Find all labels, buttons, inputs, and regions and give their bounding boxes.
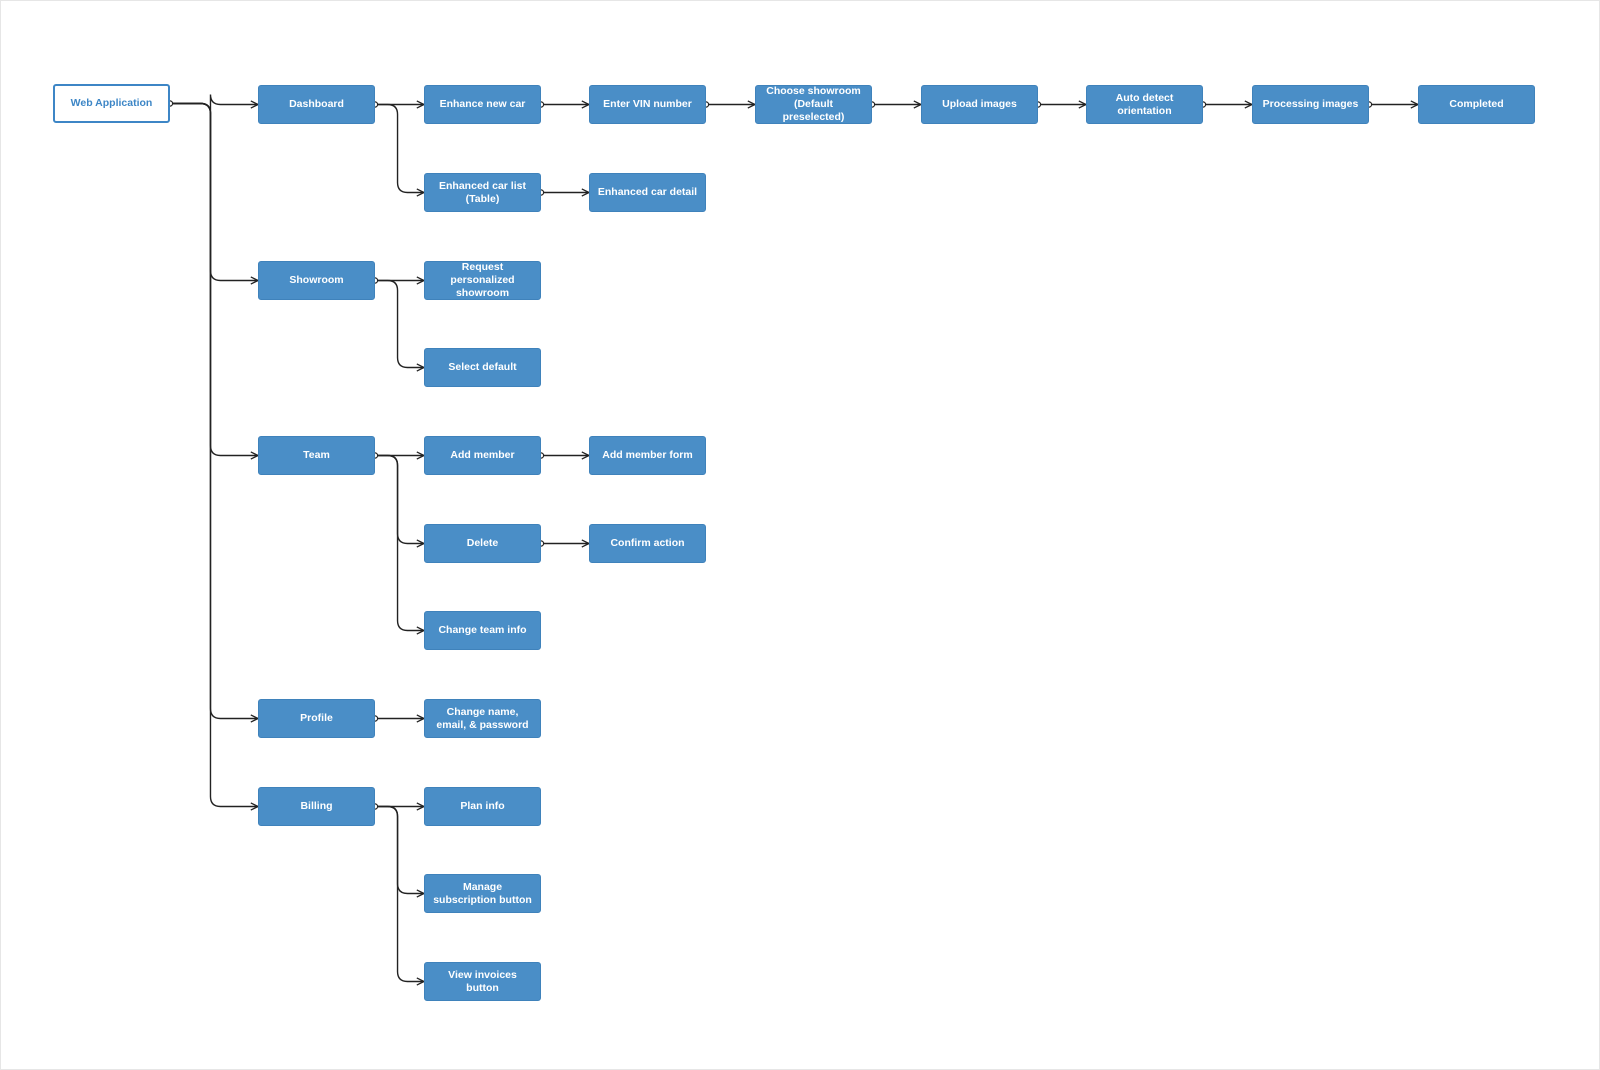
node-label: Web Application <box>70 97 153 109</box>
node-enhance-new-car[interactable]: Enhance new car <box>424 85 541 124</box>
node-label: Enhance new car <box>439 98 526 110</box>
node-label: Profile <box>300 712 333 724</box>
node-label: Select default <box>448 361 517 373</box>
node-processing-images[interactable]: Processing images <box>1252 85 1369 124</box>
node-change-name-email-password[interactable]: Change name, email, & password <box>424 699 541 738</box>
node-enhanced-car-detail[interactable]: Enhanced car detail <box>589 173 706 212</box>
node-delete[interactable]: Delete <box>424 524 541 563</box>
node-label: Auto detect orientation <box>1115 91 1174 117</box>
node-label: Confirm action <box>610 537 685 549</box>
node-view-invoices-button[interactable]: View invoices button <box>424 962 541 1001</box>
node-dashboard[interactable]: Dashboard <box>258 85 375 124</box>
connector-dashboard-to-enhanced_car_list <box>375 103 424 193</box>
node-label: Choose showroom (Default preselected) <box>766 85 861 123</box>
node-label: Enter VIN number <box>603 98 692 110</box>
node-label: Request personalized showroom <box>450 261 515 299</box>
node-plan-info[interactable]: Plan info <box>424 787 541 826</box>
node-label: Manage subscription button <box>433 880 532 906</box>
node-label: Add member form <box>602 449 693 461</box>
node-auto-detect-orientation[interactable]: Auto detect orientation <box>1086 85 1203 124</box>
node-request-personalized-showroom[interactable]: Request personalized showroom <box>424 261 541 300</box>
node-label: Billing <box>300 800 333 812</box>
connector-team-to-change_team_info <box>375 454 424 631</box>
node-upload-images[interactable]: Upload images <box>921 85 1038 124</box>
connector-billing-to-manage_subscription_button <box>375 805 424 894</box>
node-showroom[interactable]: Showroom <box>258 261 375 300</box>
node-label: Processing images <box>1262 98 1359 110</box>
node-label: Dashboard <box>289 98 344 110</box>
node-profile[interactable]: Profile <box>258 699 375 738</box>
node-team[interactable]: Team <box>258 436 375 475</box>
node-label: Team <box>303 449 330 461</box>
node-select-default[interactable]: Select default <box>424 348 541 387</box>
node-add-member-form[interactable]: Add member form <box>589 436 706 475</box>
node-label: Change name, email, & password <box>436 705 529 731</box>
node-enhanced-car-list[interactable]: Enhanced car list (Table) <box>424 173 541 212</box>
node-label: Change team info <box>438 624 527 636</box>
node-manage-subscription-button[interactable]: Manage subscription button <box>424 874 541 913</box>
node-label: View invoices button <box>448 968 517 994</box>
node-confirm-action[interactable]: Confirm action <box>589 524 706 563</box>
connector-web_application-to-billing <box>170 102 258 807</box>
node-label: Plan info <box>460 800 505 812</box>
node-label: Add member <box>450 449 515 461</box>
node-label: Completed <box>1449 98 1504 110</box>
node-billing[interactable]: Billing <box>258 787 375 826</box>
connector-web_application-to-showroom <box>170 102 258 281</box>
node-label: Upload images <box>942 98 1017 110</box>
node-label: Enhanced car detail <box>597 186 698 198</box>
node-add-member[interactable]: Add member <box>424 436 541 475</box>
node-completed[interactable]: Completed <box>1418 85 1535 124</box>
connector-billing-to-view_invoices_button <box>375 805 424 982</box>
edge-group <box>170 94 1418 982</box>
node-enter-vin-number[interactable]: Enter VIN number <box>589 85 706 124</box>
connector-team-to-delete <box>375 454 424 544</box>
node-web-application[interactable]: Web Application <box>53 84 170 123</box>
node-label: Enhanced car list (Table) <box>439 179 526 205</box>
connector-web_application-to-profile <box>170 102 258 719</box>
node-choose-showroom[interactable]: Choose showroom (Default preselected) <box>755 85 872 124</box>
node-change-team-info[interactable]: Change team info <box>424 611 541 650</box>
node-label: Showroom <box>289 274 344 286</box>
node-label: Delete <box>466 537 499 549</box>
connector-showroom-to-select_default <box>375 279 424 368</box>
